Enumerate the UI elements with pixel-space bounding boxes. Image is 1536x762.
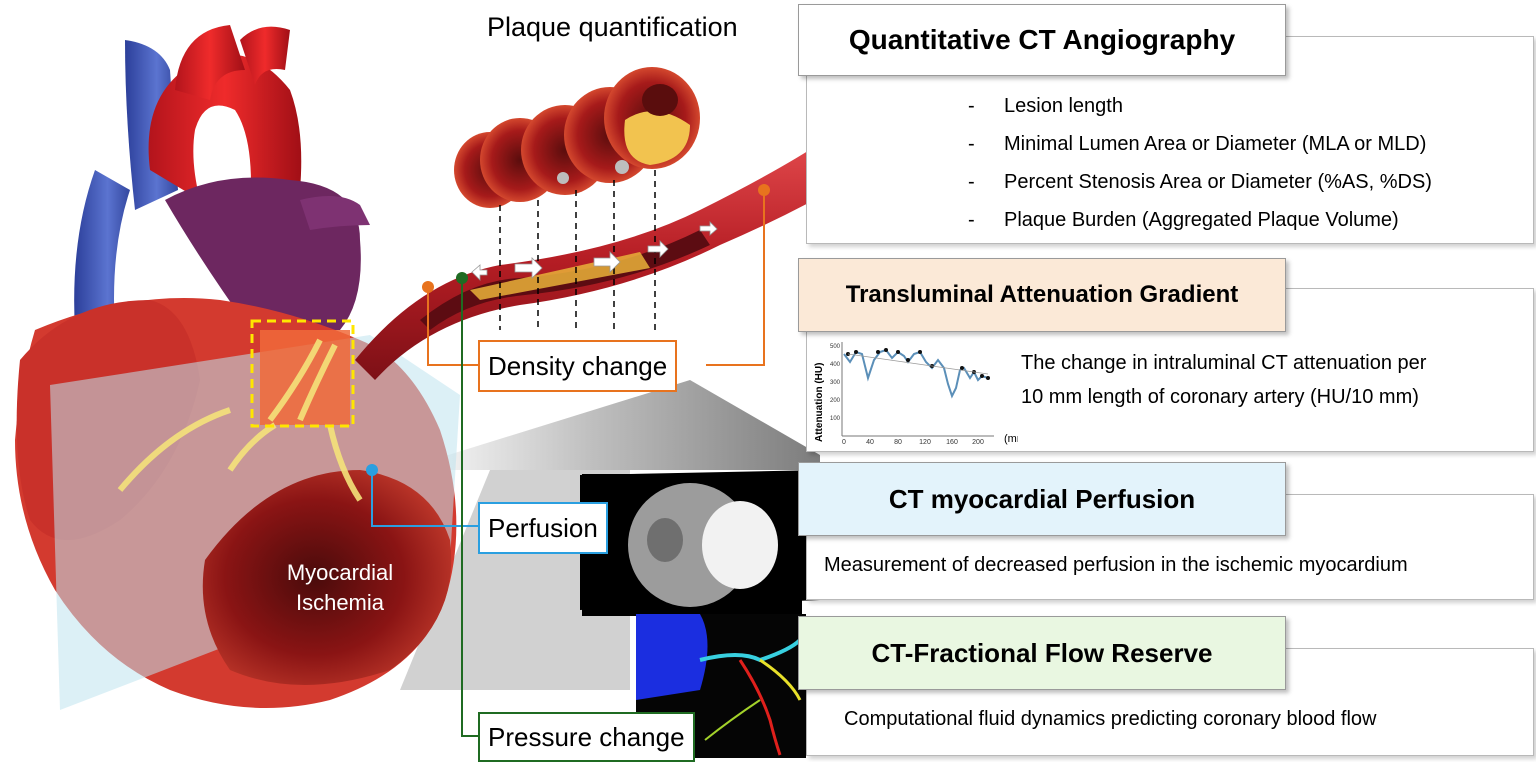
qca-list: -Lesion length -Minimal Lumen Area or Di… bbox=[968, 90, 1432, 242]
tag-description-line2: 10 mm length of coronary artery (HU/10 m… bbox=[1021, 386, 1419, 408]
ffr-description: Computational fluid dynamics predicting … bbox=[844, 708, 1377, 730]
flow-arrows bbox=[471, 221, 718, 281]
tag-ytick-400: 400 bbox=[830, 362, 841, 368]
tag-description: The change in intraluminal CT attenuatio… bbox=[1021, 346, 1426, 414]
myocardial-ischemia-label: Myocardial Ischemia bbox=[270, 558, 410, 618]
perfusion-description: Measurement of decreased perfusion in th… bbox=[824, 554, 1408, 576]
ischemia-label-line2: Ischemia bbox=[295, 590, 385, 615]
qca-header: Quantitative CT Angiography bbox=[798, 4, 1286, 76]
qca-title: Quantitative CT Angiography bbox=[848, 24, 1236, 55]
plaque-cross-sections bbox=[454, 67, 700, 208]
tag-chart-curve bbox=[843, 348, 989, 399]
qca-item-lesion-length: -Lesion length bbox=[968, 95, 1123, 117]
tag-xtick-0: 0 bbox=[842, 439, 846, 446]
perfusion-header: CT myocardial Perfusion bbox=[798, 462, 1286, 536]
tag-xtick-120: 120 bbox=[919, 439, 931, 446]
tag-xtick-40: 40 bbox=[866, 439, 874, 446]
tag-chart: Attenuation (HU) 0 40 80 120 160 200 100… bbox=[814, 342, 1018, 446]
tag-ytick-300: 300 bbox=[830, 380, 841, 386]
tag-description-line1: The change in intraluminal CT attenuatio… bbox=[1021, 352, 1427, 374]
qca-item-mla-mld: -Minimal Lumen Area or Diameter (MLA or … bbox=[968, 133, 1427, 155]
density-change-label: Density change bbox=[478, 340, 678, 392]
qca-item-stenosis: -Percent Stenosis Area or Diameter (%AS,… bbox=[968, 171, 1432, 193]
tag-xtick-80: 80 bbox=[894, 439, 902, 446]
perfusion-title: CT myocardial Perfusion bbox=[888, 483, 1196, 514]
perfusion-label: Perfusion bbox=[478, 502, 608, 554]
tag-chart-xticks: 0 40 80 120 160 200 bbox=[842, 439, 984, 446]
perfusion-scan-image bbox=[582, 474, 802, 616]
tag-header: Transluminal Attenuation Gradient bbox=[798, 258, 1286, 332]
tag-chart-xunit: (mm) bbox=[1004, 433, 1018, 445]
pressure-change-label: Pressure change bbox=[478, 712, 695, 762]
heart-illustration bbox=[15, 25, 460, 710]
qca-item-plaque-burden: -Plaque Burden (Aggregated Plaque Volume… bbox=[968, 209, 1399, 231]
tag-xtick-200: 200 bbox=[972, 439, 984, 446]
ffr-title: CT-Fractional Flow Reserve bbox=[871, 637, 1213, 668]
ffr-header: CT-Fractional Flow Reserve bbox=[798, 616, 1286, 690]
tag-xtick-160: 160 bbox=[946, 439, 958, 446]
tag-ytick-200: 200 bbox=[830, 398, 841, 404]
tag-chart-points bbox=[846, 348, 990, 380]
tag-title: Transluminal Attenuation Gradient bbox=[845, 281, 1239, 308]
tag-chart-yticks: 100 200 300 400 500 bbox=[830, 344, 841, 422]
plaque-quantification-title: Plaque quantification bbox=[487, 12, 738, 42]
tag-ytick-500: 500 bbox=[830, 344, 841, 350]
tag-chart-ylabel: Attenuation (HU) bbox=[814, 363, 825, 442]
connector-lines bbox=[371, 190, 765, 737]
tag-ytick-100: 100 bbox=[830, 416, 841, 422]
ischemia-label-line1: Myocardial bbox=[286, 560, 394, 585]
connector-dots bbox=[366, 184, 770, 476]
